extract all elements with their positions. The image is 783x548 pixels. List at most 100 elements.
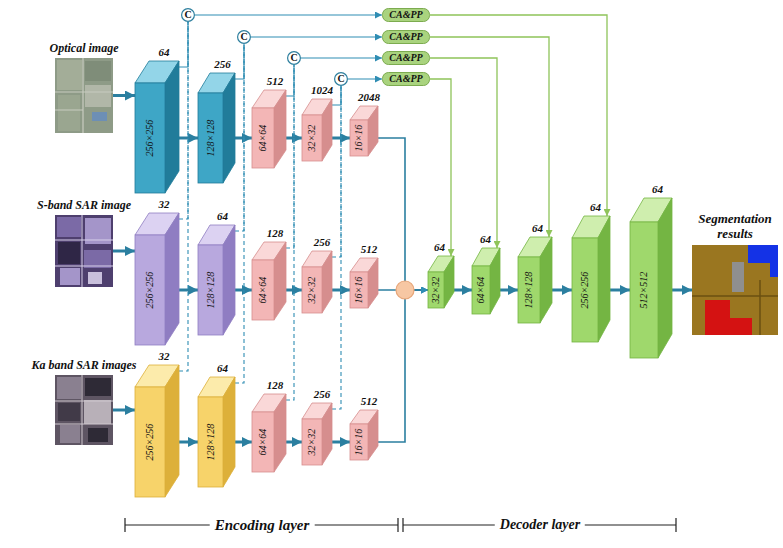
layer-label: Decoder layer (495, 518, 585, 532)
image-caption: Ka band SAR images (31, 359, 136, 371)
block-side (322, 251, 332, 313)
block-front (472, 266, 490, 314)
s-band-image-picture (55, 215, 113, 287)
flow-arrow (454, 289, 472, 292)
channel-count: 64 (532, 223, 543, 234)
channel-count: 512 (267, 76, 284, 87)
channel-count: 1024 (311, 85, 333, 96)
block-front (198, 397, 223, 487)
channel-count: 32 (159, 351, 170, 362)
flow-arrow (235, 441, 252, 444)
feature-size: 256×256 (580, 272, 590, 309)
module-box (383, 73, 430, 86)
feature-block: 204816×16 (350, 106, 378, 156)
flow-arrow (500, 289, 518, 292)
block-side (223, 225, 235, 335)
skip-connection (286, 65, 294, 248)
feature-block: 102432×32 (302, 99, 332, 161)
feature-size: 32×32 (431, 277, 441, 304)
feature-size: 64×64 (258, 125, 268, 152)
feature-block: 51216×16 (350, 410, 378, 460)
block-front (252, 412, 274, 472)
flow-arrow (251, 36, 382, 37)
flow-arrow (348, 78, 382, 79)
flow-arrow (179, 441, 198, 444)
feature-block: 6432×32 (428, 256, 454, 308)
block-front (428, 272, 444, 308)
flow-arrow (430, 58, 497, 248)
flow-arrow (301, 57, 382, 58)
block-side (274, 90, 286, 168)
module-label: CA&PP (389, 32, 422, 42)
block-outline (198, 377, 235, 487)
flow-arrow (672, 289, 692, 292)
block-front (198, 245, 223, 335)
block-side (322, 403, 332, 465)
feature-size: 32×32 (307, 125, 317, 152)
layer-bracket (125, 518, 676, 532)
ka-band-image-picture (55, 375, 113, 445)
block-side (165, 61, 179, 193)
block-side (540, 237, 552, 323)
feature-size: 128×128 (206, 120, 216, 157)
flow-arrow (286, 441, 302, 444)
block-front (135, 387, 165, 497)
image-caption: S-band SAR image (37, 199, 131, 211)
module-label: CA&PP (389, 10, 422, 20)
module-box (383, 52, 430, 65)
block-outline (135, 61, 179, 193)
feature-size: 32×32 (307, 277, 317, 304)
feature-size: 32×32 (307, 429, 317, 456)
skip-connection (179, 22, 188, 67)
ca-pp-module: CA&PP (382, 72, 430, 86)
feature-block: 64256×256 (572, 216, 610, 342)
feature-block: 51216×16 (350, 258, 378, 308)
block-front (350, 424, 368, 460)
channel-count: 64 (652, 184, 663, 195)
feature-size: 256×256 (145, 424, 155, 461)
skip-connection (179, 22, 188, 371)
feature-size: 256×256 (145, 272, 155, 309)
feature-size: 64×64 (258, 429, 268, 456)
channel-count: 64 (480, 234, 491, 245)
feature-block: 64512×512 (630, 198, 672, 358)
feature-block: 25632×32 (302, 403, 332, 465)
ca-pp-module: CA&PP (382, 8, 430, 22)
channel-count: 512 (361, 244, 378, 255)
skip-connection (286, 65, 294, 400)
flow-arrow (113, 250, 135, 253)
concat-circle: C (237, 30, 251, 44)
block-front (135, 235, 165, 345)
feature-block: 32256×256 (135, 365, 179, 497)
feature-size: 16×16 (354, 429, 364, 456)
channel-count: 2048 (358, 92, 380, 103)
input-image: S-band SAR image (55, 215, 113, 287)
feature-size: 64×64 (476, 277, 486, 304)
block-side (274, 394, 286, 472)
block-outline (198, 73, 235, 183)
flow-arrow (113, 94, 135, 97)
channel-count: 128 (267, 380, 284, 391)
block-side (274, 242, 286, 320)
concat-mark: C (290, 53, 297, 63)
image-caption: Optical image (50, 42, 119, 54)
block-outline (630, 198, 672, 358)
block-front (572, 238, 598, 342)
channel-count: 64 (159, 47, 170, 58)
module-label: CA&PP (389, 74, 422, 84)
flow-arrow (430, 79, 451, 256)
input-image: Ka band SAR images (55, 375, 113, 445)
block-outline (198, 225, 235, 335)
channel-count: 64 (217, 363, 228, 374)
channel-count: 256 (314, 389, 331, 400)
block-front (302, 115, 322, 161)
block-front (135, 83, 165, 193)
channel-count: 64 (590, 202, 601, 213)
flow-arrow (552, 289, 572, 292)
feature-size: 128×128 (206, 424, 216, 461)
flow-arrow (332, 441, 350, 444)
block-side (223, 377, 235, 487)
block-side (165, 213, 179, 345)
block-side (444, 256, 454, 308)
skip-connection (235, 44, 244, 383)
